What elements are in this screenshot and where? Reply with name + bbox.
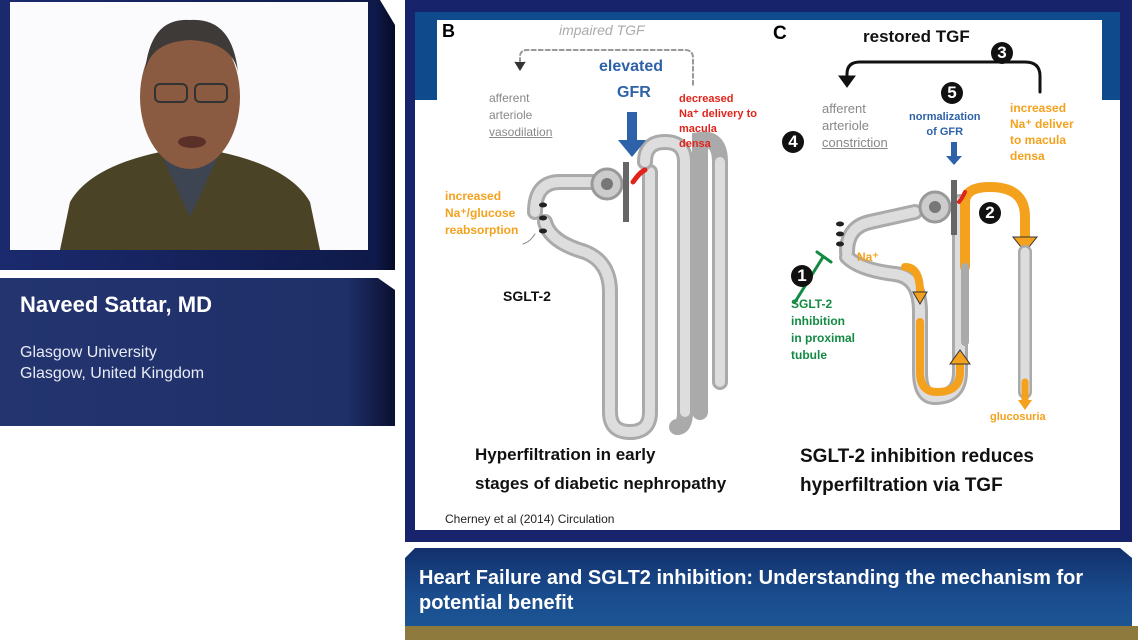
label-line: increased (1010, 101, 1067, 115)
speaker-name: Naveed Sattar, MD (20, 292, 212, 317)
label-line: inhibition (791, 314, 845, 328)
caption-line: Hyperfiltration in early (475, 445, 656, 464)
label-line: normalization (909, 111, 981, 123)
panel-c-letter: C (773, 23, 787, 44)
label-line: to macula (1010, 133, 1067, 147)
label-line: tubule (791, 348, 827, 362)
caption-line: hyperfiltration via TGF (800, 475, 1003, 496)
affiliation-location: Glasgow, United Kingdom (20, 365, 205, 382)
label-line: in proximal (791, 331, 856, 345)
label-line: Na⁺/glucose (445, 206, 516, 220)
affiliation-university: Glasgow University (20, 344, 157, 361)
label-line: arteriole (822, 118, 869, 133)
step-badge-1: 1 (791, 265, 813, 287)
gfr-arrow-head (618, 140, 646, 157)
slide-content-area (437, 20, 1102, 530)
sglt2-transporters-c (836, 221, 844, 247)
restored-tgf-label: restored TGF (863, 27, 970, 46)
label-line: of GFR (926, 126, 964, 138)
decreased-na-label: decreased Na⁺ delivery to macula densa (679, 92, 757, 152)
label-line: SGLT-2 (791, 297, 833, 311)
restored-tgf-arrow (845, 60, 1042, 94)
video-frame (0, 0, 395, 270)
nephron-diagrams (514, 49, 1042, 441)
nephron-c (793, 60, 1042, 410)
normalization-gfr-label: normalization of GFR (909, 110, 981, 140)
label-line: Na⁺ deliver (1010, 117, 1074, 131)
label-line: densa (1010, 149, 1045, 163)
afferent-constriction-label: afferent arteriole constriction (822, 100, 888, 151)
label-line: increased (445, 189, 502, 203)
step-badge-4: 4 (782, 131, 804, 153)
orange-flow-loop (916, 318, 964, 397)
gfr-label: GFR (617, 84, 651, 101)
impaired-tgf-arrow (519, 49, 694, 88)
panel-b-caption: Hyperfiltration in early stages of diabe… (475, 440, 726, 498)
step-badge-5: 5 (941, 82, 963, 104)
caption-line: SGLT-2 inhibition reduces (800, 446, 1035, 467)
elevated-label: elevated (599, 58, 664, 75)
gfr-arrow-shaft-c (951, 142, 957, 156)
label-line: afferent (489, 91, 530, 105)
label-line: reabsorption (445, 223, 519, 237)
afferent-arteriole (623, 162, 629, 222)
label-line: constriction (822, 135, 888, 150)
label-line: arteriole (489, 108, 533, 122)
speaker-figure (60, 19, 320, 250)
label-line: macula (679, 123, 717, 135)
caption-line: stages of diabetic nephropathy (475, 474, 727, 493)
label-line: vasodilation (489, 125, 553, 139)
label-line: afferent (822, 101, 866, 116)
sglt2-label: SGLT-2 (503, 288, 551, 304)
slide: B impaired TGF elevated GFR afferent art… (415, 12, 1120, 530)
panel-c-caption: SGLT-2 inhibition reduces hyperfiltratio… (800, 442, 1034, 500)
lecture-title: Heart Failure and SGLT2 inhibition: Unde… (419, 567, 1084, 614)
increased-na-label: increased Na⁺ deliver to macula densa (1010, 100, 1074, 164)
speaker-video[interactable] (10, 2, 368, 250)
speaker-affiliation: Glasgow University Glasgow, United Kingd… (20, 342, 204, 384)
afferent-vasodilation-label: afferent arteriole vasodilation (489, 90, 552, 141)
speaker-name-panel: Naveed Sattar, MD Glasgow University Gla… (0, 278, 395, 426)
gfr-arrow-shaft (627, 112, 637, 140)
step-badge-3: 3 (991, 42, 1013, 64)
glucosuria-label: glucosuria (990, 411, 1046, 423)
lecture-title-banner: Heart Failure and SGLT2 inhibition: Unde… (405, 548, 1132, 626)
orange-flow-ascending (960, 181, 1030, 272)
label-line: Na⁺ delivery to (679, 108, 757, 120)
citation: Cherney et al (2014) Circulation (445, 512, 615, 526)
increased-reabsorption-label: increased Na⁺/glucose reabsorption (445, 188, 518, 239)
step-badge-2: 2 (979, 202, 1001, 224)
sglt2-inhibition-label: SGLT-2 inhibition in proximal tubule (791, 296, 855, 364)
nephron-b (514, 49, 728, 441)
impaired-tgf-label: impaired TGF (559, 22, 645, 38)
label-line: densa (679, 138, 711, 150)
sglt2-transporters (539, 202, 547, 234)
label-line: decreased (679, 93, 734, 105)
panel-b-letter: B (442, 21, 455, 41)
gold-strip (405, 626, 1138, 640)
na-label: Na⁺ (857, 250, 879, 264)
